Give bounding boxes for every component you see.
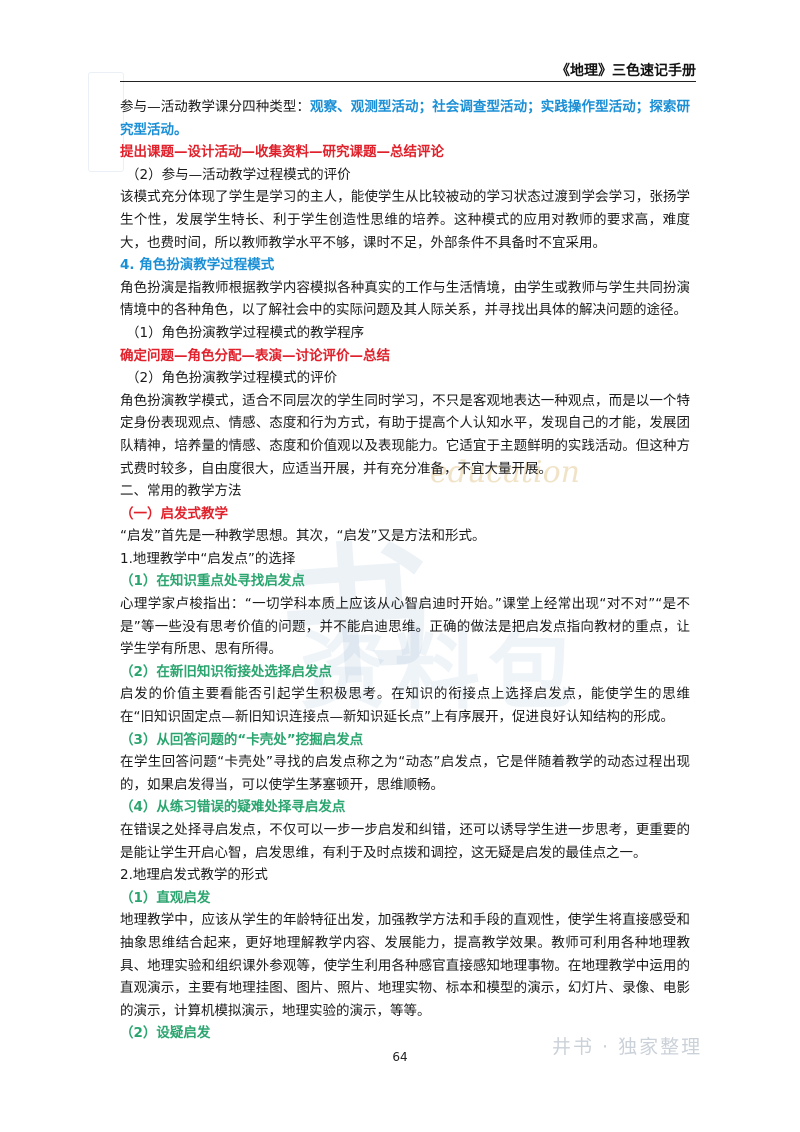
paragraph-exercise-errors: 在错误之处择寻启发点，不仅可以一步一步启发和纠错，还可以诱导学生进一步思考，更重…: [120, 822, 690, 861]
watermark-script: education: [430, 455, 580, 490]
subheading-point-selection: 1.地理教学中“启发点”的选择: [120, 550, 296, 567]
paragraph-evaluation-1: 该模式充分体现了学生是学习的主人，能使学生从比较被动的学习状态过渡到学会学习，张…: [120, 189, 690, 251]
paragraph-key-points: 心理学家卢梭指出：“一切学科本质上应该从心智启迪时开始。”课堂上经常出现“对不对…: [120, 596, 690, 658]
heading-new-old-knowledge: （2）在新旧知识衔接处选择启发点: [120, 663, 332, 680]
page-header: 《地理》三色速记手册: [556, 63, 696, 79]
subheading-role-play-procedure: （1）角色扮演教学过程模式的教学程序: [126, 324, 365, 341]
heading-role-play: 4. 角色扮演教学过程模式: [120, 257, 275, 274]
paragraph-new-old-knowledge: 启发的价值主要看能否引起学生积极思考。在知识的衔接点上选择启发点，能使学生的思维…: [120, 686, 690, 726]
heading-heuristic: （一）启发式教学: [120, 505, 228, 522]
heading-visual-heuristic: （1）直观启发: [120, 889, 211, 906]
document-body: 参与—活动教学课分四种类型：观察、观测型活动；社会调查型活动；实践操作型活动；探…: [120, 96, 690, 1045]
activity-types-list: 观察、观测型活动；社会调查型活动；实践操作型活动；探索研究型活动。: [120, 99, 691, 138]
paragraph-heuristic-intro: “启发”首先是一种教学思想。其次，“启发”又是方法和形式。: [120, 528, 486, 545]
section-heading-methods: 二、常用的教学方法: [120, 483, 242, 500]
heading-key-points: （1）在知识重点处寻找启发点: [120, 573, 305, 590]
paragraph-stuck-points: 在学生回答问题“卡壳处”寻找的启发点称之为“动态”启发点，它是伴随着教学的动态过…: [120, 754, 690, 793]
heading-exercise-errors: （4）从练习错误的疑难处择寻启发点: [120, 799, 346, 816]
paragraph-role-play-evaluation: 角色扮演教学模式，适合不同层次的学生同时学习，不只是客观地表达一种观点，而是以一…: [120, 392, 690, 477]
paragraph-visual-heuristic: 地理教学中，应该从学生的年龄特征出发，加强教学方法和手段的直观性，使学生将直接感…: [120, 912, 690, 1019]
seal-watermark: [88, 72, 124, 172]
subheading-evaluation-1: （2）参与—活动教学过程模式的评价: [126, 166, 351, 183]
header-divider: [120, 81, 696, 82]
procedure-participation: 提出课题—设计活动—收集资料—研究课题—总结评论: [120, 144, 444, 161]
page-number: 64: [392, 1050, 408, 1064]
procedure-role-play: 确定问题—角色分配—表演—讨论评价—总结: [120, 347, 390, 364]
paragraph-role-play: 角色扮演是指教师根据教学内容模拟各种真实的工作与生活情境，由学生或教师与学生共同…: [120, 279, 690, 319]
subheading-heuristic-forms: 2.地理启发式教学的形式: [120, 867, 268, 884]
paragraph-activity-types: 参与—活动教学课分四种类型：观察、观测型活动；社会调查型活动；实践操作型活动；探…: [120, 96, 690, 141]
subheading-role-play-evaluation: （2）角色扮演教学过程模式的评价: [126, 370, 338, 387]
activity-types-intro: 参与—活动教学课分四种类型：: [120, 99, 311, 115]
heading-stuck-points: （3）从回答问题的“卡壳处”挖掘启发点: [120, 731, 364, 748]
watermark-row: 资料包: [300, 621, 582, 721]
watermark-bottom: 井书 · 独家整理: [552, 1036, 703, 1058]
heading-questioning-heuristic: （2）设疑启发: [120, 1025, 211, 1042]
